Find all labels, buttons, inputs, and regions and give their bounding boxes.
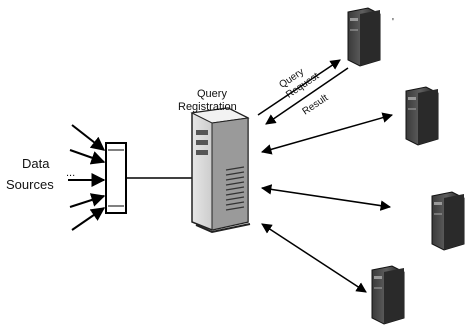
data-hub-icon (106, 143, 126, 213)
client-computer-icon (372, 266, 404, 324)
client-computer-icon (406, 87, 438, 145)
data-sources-ellipsis: ... (66, 167, 75, 179)
data-sources-label-line2: Sources (6, 177, 54, 192)
link-client-4 (262, 224, 366, 292)
source-arrow-5 (72, 208, 104, 230)
query-registration-label-line1: Query (197, 88, 227, 100)
client-computer-icon (348, 8, 380, 66)
source-arrow-2 (70, 150, 104, 162)
link-client-3 (262, 188, 390, 207)
result-label: Result (301, 92, 331, 117)
query-request-label: Query Request (277, 61, 321, 101)
link-client-2 (262, 115, 392, 152)
data-sources-label-line1: Data (22, 156, 50, 171)
query-registration-label-line2: Registration (178, 101, 237, 113)
source-arrow-1 (72, 125, 104, 150)
client-computer-icon (432, 192, 464, 250)
source-arrow-4 (70, 196, 104, 207)
server-tower-icon (192, 108, 250, 232)
client-tick-mark: ' (392, 17, 394, 28)
